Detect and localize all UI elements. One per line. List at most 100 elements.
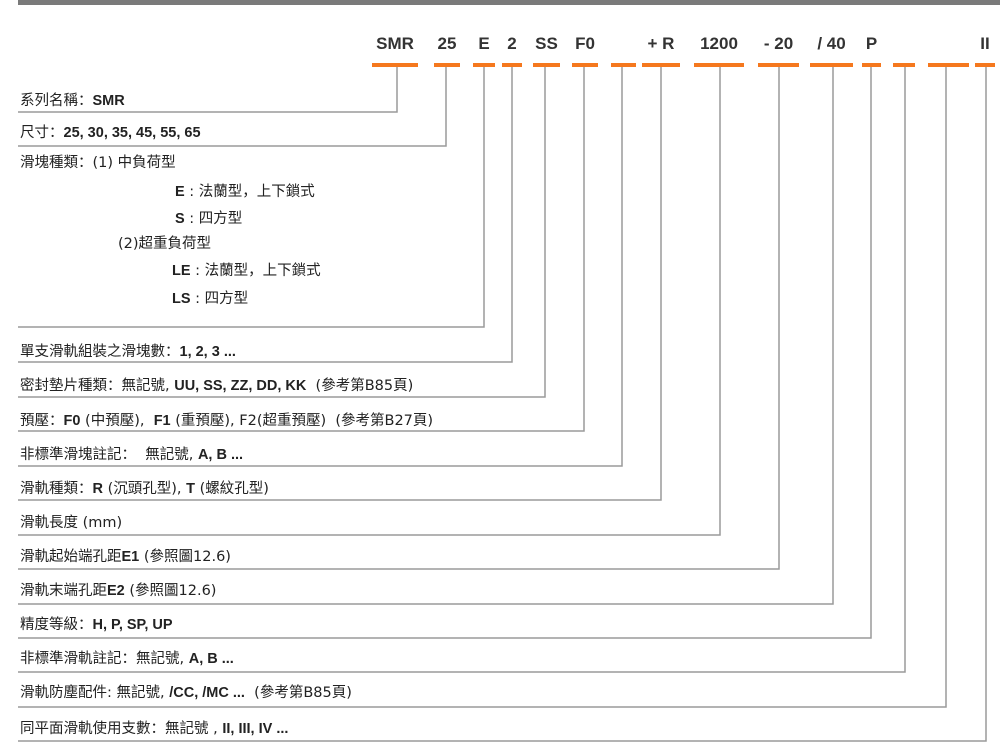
legend-label: (沉頭孔型),: [102, 481, 187, 497]
legend-value: H, P, SP, UP: [92, 617, 173, 633]
code-segment-bar: [533, 63, 560, 67]
code-segment-bar: [434, 63, 460, 67]
leader-line: [18, 67, 398, 113]
legend-block-type-heavy: (2)超重負荷型: [118, 235, 211, 253]
legend-label: 預壓：: [20, 413, 64, 429]
legend-value: A, B ...: [188, 651, 234, 667]
legend-label: : 法蘭型，上下鎖式: [184, 184, 315, 200]
legend-preload: 預壓：F0 (中預壓), F1 (重預壓), F2(超重預壓) (參考第B27頁…: [20, 412, 433, 430]
legend-label: (重預壓), F2(超重預壓) (參考第B27頁): [170, 413, 434, 429]
legend-value: E: [175, 184, 185, 200]
legend-rails-same-plane: 同平面滑軌使用支數：無記號 , II, III, IV ...: [20, 720, 288, 738]
legend-rail-e1: 滑軌起始端孔距E1 (參照圖12.6): [20, 548, 231, 566]
legend-blocks-per-rail: 單支滑軌組裝之滑塊數：1, 2, 3 ...: [20, 343, 236, 361]
legend-accuracy: 精度等級：H, P, SP, UP: [20, 616, 173, 634]
legend-label: 單支滑軌組裝之滑塊數：: [20, 344, 180, 360]
legend-label: 滑塊種類：(1) 中負荷型: [20, 155, 176, 171]
code-segment: - 20: [763, 34, 794, 53]
leader-line: [18, 67, 485, 328]
leader-line: [18, 67, 585, 432]
legend-label: 滑軌長度 (mm): [20, 515, 123, 531]
leader-line: [18, 67, 834, 605]
legend-block-type-e: E : 法蘭型，上下鎖式: [175, 183, 315, 201]
code-segment-bar: [893, 63, 915, 67]
code-segment-bar: [372, 63, 418, 67]
leader-line: [18, 67, 546, 398]
legend-label: (中預壓),: [80, 413, 154, 429]
code-segment: 1200: [700, 34, 738, 53]
leader-line: [18, 67, 623, 467]
legend-label: 滑軌起始端孔距: [20, 549, 122, 565]
legend-label: 滑軌防塵配件: 無記號,: [20, 685, 170, 701]
legend-value: F1: [153, 413, 171, 429]
legend-value: A, B ...: [197, 447, 244, 463]
leader-line: [18, 67, 947, 708]
code-segment: E: [478, 34, 490, 53]
legend-label: (參考第B85頁): [306, 378, 414, 394]
code-segment-bar: [502, 63, 522, 67]
code-segment: 25: [437, 34, 457, 53]
legend-value: LE: [172, 263, 191, 279]
code-segment-bar: [694, 63, 744, 67]
legend-label: : 法蘭型，上下鎖式: [190, 263, 321, 279]
legend-label: 尺寸：: [20, 125, 64, 141]
legend-rail-type: 滑軌種類：R (沉頭孔型), T (螺紋孔型): [20, 480, 269, 498]
code-segment-bar: [862, 63, 881, 67]
legend-rail-e2: 滑軌末端孔距E2 (參照圖12.6): [20, 582, 216, 600]
legend-series-name: 系列名稱：SMR: [20, 92, 125, 110]
leader-line: [18, 67, 906, 673]
legend-value: T: [186, 481, 195, 497]
code-segment-bar: [642, 63, 680, 67]
legend-block-type-le: LE : 法蘭型，上下鎖式: [172, 262, 321, 280]
legend-value: SMR: [92, 93, 125, 109]
leader-line: [18, 67, 987, 742]
legend-value: 25, 30, 35, 45, 55, 65: [63, 125, 201, 141]
legend-value: F0: [63, 413, 81, 429]
legend-label: 滑軌末端孔距: [20, 583, 107, 599]
legend-label: 非標準滑塊註記： 無記號,: [20, 447, 198, 463]
legend-nonstandard-rail: 非標準滑軌註記：無記號, A, B ...: [20, 650, 234, 668]
legend-label: 同平面滑軌使用支數：無記號 ,: [20, 721, 223, 737]
leader-line: [18, 67, 780, 570]
legend-value: LS: [172, 291, 191, 307]
legend-value: II, III, IV ...: [222, 721, 289, 737]
code-segment-bar: [928, 63, 969, 67]
code-segment: + R: [647, 34, 675, 53]
legend-value: /CC, /MC ...: [169, 685, 245, 701]
leader-line: [18, 67, 513, 363]
legend-label: (參考第B85頁): [244, 685, 352, 701]
legend-label: : 四方型: [190, 291, 249, 307]
legend-block-type: 滑塊種類：(1) 中負荷型: [20, 154, 176, 172]
code-segment: 2: [507, 34, 517, 53]
code-segment: / 40: [817, 34, 846, 53]
legend-value: 1, 2, 3 ...: [179, 344, 236, 360]
code-segment: P: [865, 34, 878, 53]
legend-seal-type: 密封墊片種類：無記號, UU, SS, ZZ, DD, KK (參考第B85頁): [20, 377, 413, 395]
legend-label: 滑軌種類：: [20, 481, 93, 497]
legend-size: 尺寸：25, 30, 35, 45, 55, 65: [20, 124, 201, 142]
legend-rail-dust-cover: 滑軌防塵配件: 無記號, /CC, /MC ... (參考第B85頁): [20, 684, 352, 702]
code-segment-bar: [810, 63, 853, 67]
legend-label: (參照圖12.6): [124, 583, 217, 599]
legend-rail-length: 滑軌長度 (mm): [20, 514, 122, 532]
legend-value: R: [92, 481, 103, 497]
legend-label: 非標準滑軌註記：無記號,: [20, 651, 189, 667]
legend-label: : 四方型: [184, 211, 243, 227]
leader-line: [18, 67, 447, 147]
code-segment: SMR: [376, 34, 414, 53]
legend-value: E1: [121, 549, 140, 565]
code-segment-bar: [611, 63, 636, 67]
legend-nonstandard-block: 非標準滑塊註記： 無記號, A, B ...: [20, 446, 243, 464]
code-segment-bar: [975, 63, 995, 67]
leader-line: [18, 67, 662, 501]
top-rule: [18, 0, 1000, 5]
code-segment-bar: [572, 63, 598, 67]
legend-block-type-s: S : 四方型: [175, 210, 242, 228]
code-segment-bar: [473, 63, 495, 67]
leader-line: [18, 67, 872, 639]
legend-label: (參照圖12.6): [139, 549, 231, 565]
code-segment-bar: [758, 63, 799, 67]
legend-label: 精度等級：: [20, 617, 93, 633]
